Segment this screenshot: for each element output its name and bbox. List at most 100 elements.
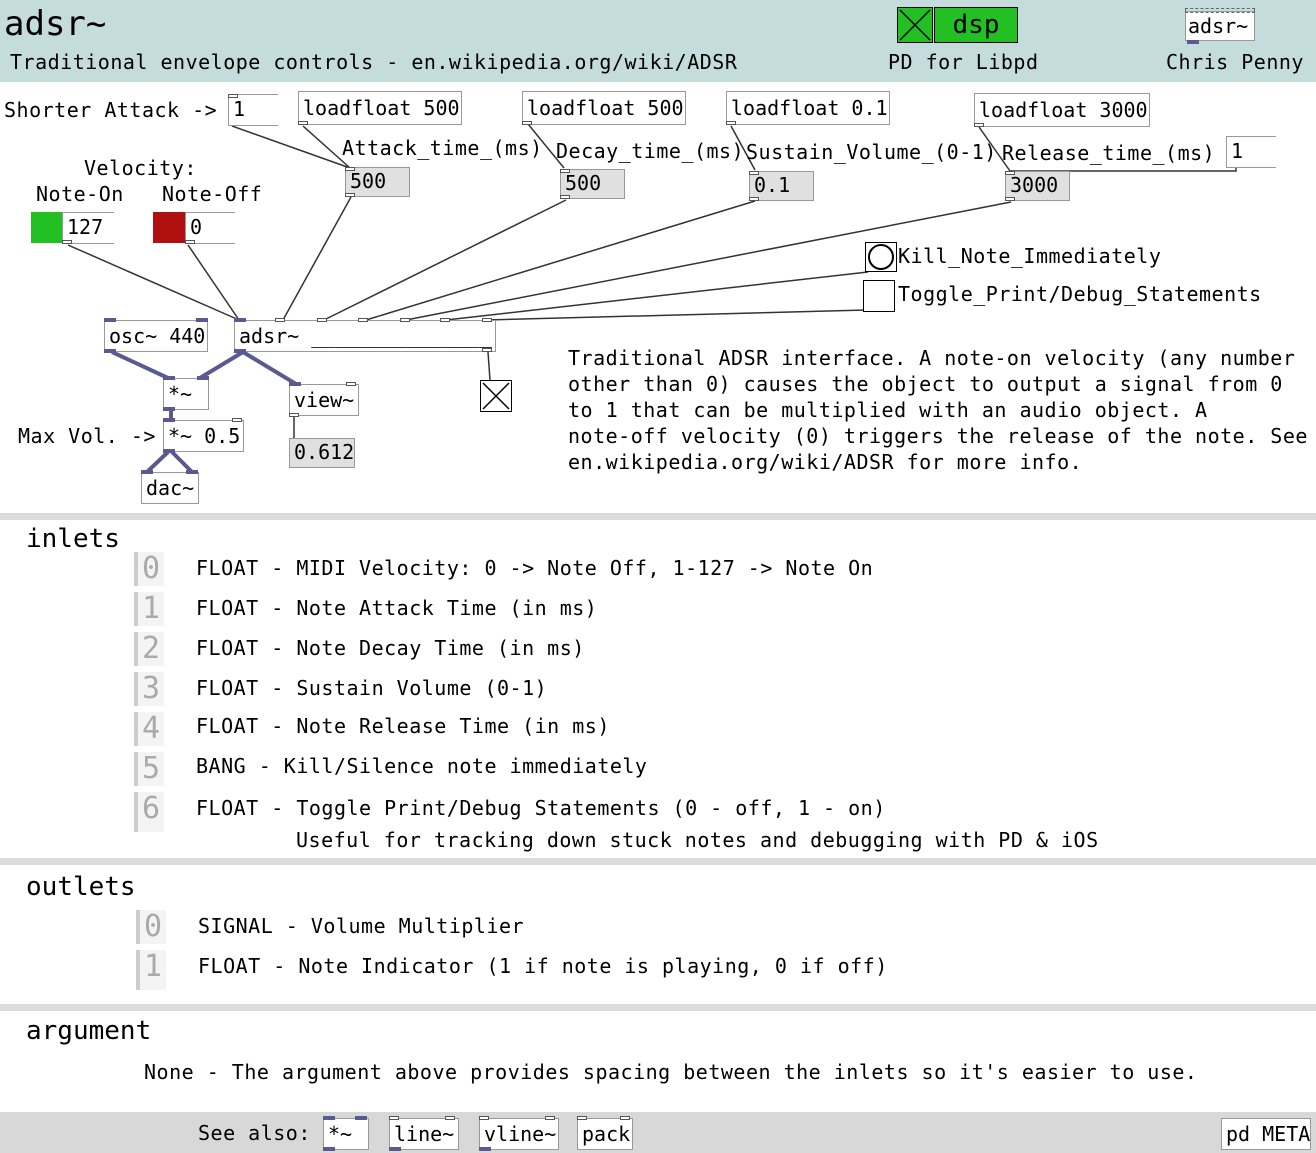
- wire-loadfloat-sustain: [730, 125, 756, 171]
- inlet-number: 3: [134, 672, 164, 706]
- view-object[interactable]: view~: [289, 384, 359, 416]
- view-number[interactable]: 0.612: [289, 438, 355, 468]
- see-also-link-line[interactable]: line~: [389, 1118, 459, 1150]
- loadfloat-sustain[interactable]: loadfloat 0.1: [726, 91, 890, 125]
- adsr-object[interactable]: adsr~ _______________: [234, 320, 496, 352]
- loadfloat-release[interactable]: loadfloat 3000: [974, 93, 1150, 127]
- inlet-extra-note: Useful for tracking down stuck notes and…: [296, 828, 1099, 852]
- sigwire-half-dacl: [145, 450, 170, 474]
- decay-number[interactable]: 500: [560, 169, 625, 199]
- port: [163, 449, 175, 453]
- port: [1005, 197, 1015, 201]
- description-line: en.wikipedia.org/wiki/ADSR for more info…: [568, 450, 1083, 474]
- wire-attack-value: [282, 196, 352, 321]
- note-off-number[interactable]: 0: [185, 212, 235, 244]
- osc-object[interactable]: osc~ 440: [104, 320, 208, 352]
- footer-bar: [0, 1112, 1316, 1153]
- outlet-description: SIGNAL - Volume Multiplier: [198, 914, 525, 938]
- inlet-number: 6: [134, 792, 164, 832]
- debug-toggle[interactable]: [863, 280, 895, 312]
- wire-decay-value: [323, 199, 567, 321]
- see-also-link-pack[interactable]: pack: [577, 1118, 633, 1150]
- loadfloat-decay[interactable]: loadfloat 500: [522, 91, 686, 125]
- author-label: Chris Penny: [1166, 50, 1304, 74]
- port: [974, 123, 984, 127]
- port: [389, 1116, 399, 1120]
- velocity-label: Velocity:: [84, 156, 197, 180]
- port: [234, 349, 246, 353]
- argument-title: argument: [26, 1016, 152, 1046]
- description-line: note-off velocity (0) triggers the relea…: [568, 424, 1308, 448]
- sustain-number[interactable]: 0.1: [749, 171, 814, 201]
- see-also-link-mult[interactable]: *~: [323, 1118, 369, 1150]
- max-vol-label: Max Vol. ->: [18, 424, 156, 448]
- kill-note-label: Kill_Note_Immediately: [898, 244, 1162, 268]
- object-inlets: [1185, 8, 1255, 13]
- outlet-number: 0: [136, 910, 166, 944]
- note-on-number[interactable]: 127: [62, 212, 114, 244]
- port: [323, 1147, 335, 1151]
- outlet-number: 1: [136, 950, 166, 990]
- note-on-button[interactable]: [31, 212, 62, 243]
- port: [445, 1116, 455, 1120]
- see-also-link-vline[interactable]: vline~: [479, 1118, 559, 1150]
- mult-object[interactable]: *~: [163, 378, 209, 410]
- note-indicator-toggle[interactable]: [480, 380, 512, 412]
- port: [317, 318, 327, 322]
- wire-toggle: [485, 309, 867, 321]
- release-flag-number[interactable]: 1: [1226, 136, 1276, 168]
- mult-half-object[interactable]: *~ 0.5: [163, 420, 244, 452]
- release-number[interactable]: 3000: [1005, 171, 1070, 201]
- note-off-button[interactable]: [153, 212, 185, 243]
- page-title: adsr~: [4, 4, 107, 44]
- port: [749, 197, 759, 201]
- port: [163, 418, 175, 422]
- dsp-toggle[interactable]: [897, 7, 933, 43]
- port: [389, 1147, 401, 1151]
- port: [141, 470, 153, 474]
- decay-time-label: Decay_time_(ms): [556, 139, 745, 163]
- port: [197, 376, 209, 380]
- port: [479, 1116, 489, 1120]
- header-bar: [0, 0, 1316, 82]
- loadfloat-attack[interactable]: loadfloat 500: [298, 91, 462, 125]
- section-divider: [0, 513, 1316, 520]
- port: [104, 318, 116, 322]
- wire-shorter-attack: [231, 125, 351, 169]
- attack-time-label: Attack_time_(ms): [342, 136, 543, 160]
- port: [358, 318, 368, 322]
- port: [345, 193, 355, 197]
- object-name: adsr~: [1188, 14, 1249, 38]
- inlet-number: 4: [134, 712, 164, 746]
- inlet-description: BANG - Kill/Silence note immediately: [196, 754, 648, 778]
- description: Traditional ADSR interface. A note-on ve…: [568, 346, 1308, 474]
- port: [323, 1116, 335, 1120]
- wire-loadfloat-decay: [527, 123, 565, 169]
- pd-meta-object[interactable]: pd META: [1221, 1118, 1311, 1150]
- shorter-attack-number[interactable]: 1: [228, 94, 278, 126]
- port: [185, 240, 195, 244]
- port: [400, 318, 410, 322]
- dsp-button[interactable]: dsp: [934, 7, 1018, 43]
- inlet-description: FLOAT - Note Attack Time (in ms): [196, 596, 598, 620]
- attack-number[interactable]: 500: [345, 167, 410, 197]
- port: [545, 1116, 555, 1120]
- port: [560, 195, 570, 199]
- inlet-number: 5: [134, 752, 164, 786]
- note-on-label: Note-On: [36, 182, 124, 206]
- inlet-description: FLOAT - Toggle Print/Debug Statements (0…: [196, 796, 886, 820]
- dac-object[interactable]: dac~: [141, 472, 199, 504]
- object-name-box[interactable]: adsr~: [1185, 11, 1255, 41]
- description-line: Traditional ADSR interface. A note-on ve…: [568, 346, 1296, 370]
- port: [346, 382, 356, 386]
- port: [345, 167, 355, 171]
- inlet-description: FLOAT - MIDI Velocity: 0 -> Note Off, 1-…: [196, 556, 874, 580]
- port: [1005, 171, 1015, 175]
- kill-bang[interactable]: [865, 242, 897, 272]
- port: [482, 318, 492, 322]
- port: [163, 376, 175, 380]
- inlet-number: 1: [134, 592, 164, 626]
- indicator-x-icon: [482, 382, 510, 410]
- port: [560, 169, 570, 173]
- inlet-description: FLOAT - Sustain Volume (0-1): [196, 676, 548, 700]
